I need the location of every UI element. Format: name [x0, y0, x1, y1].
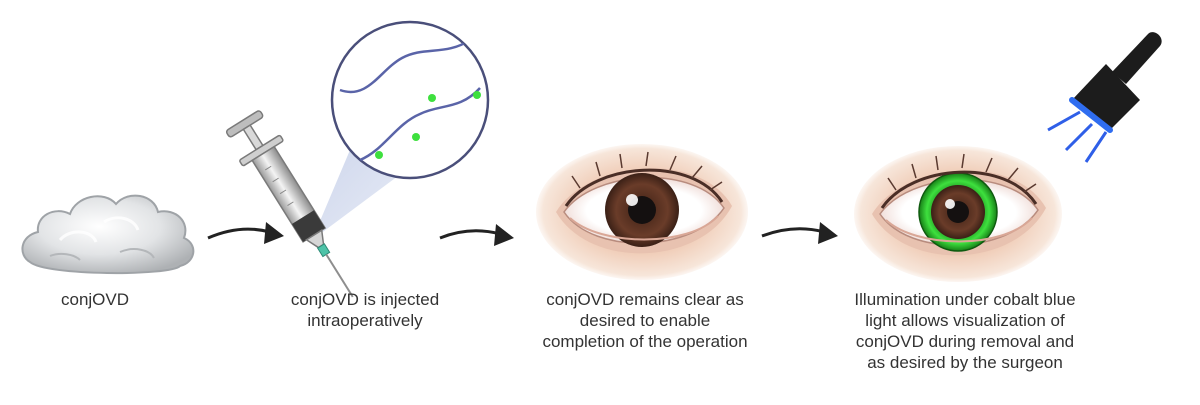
- arrow-right-icon: [761, 222, 838, 244]
- caption-line: intraoperatively: [307, 311, 423, 330]
- cloud-gel-icon: [21, 194, 195, 275]
- caption-line: as desired by the surgeon: [867, 353, 1063, 372]
- arrow-right-icon: [207, 222, 284, 244]
- arrow-right-icon: [439, 224, 514, 246]
- caption-line: Illumination under cobalt blue: [854, 290, 1076, 309]
- caption-line: conjOVD: [60, 290, 130, 309]
- cobalt-blue-flashlight-icon: [1047, 32, 1162, 163]
- caption-line: light allows visualization of: [865, 311, 1065, 330]
- magnification-cone: [312, 150, 398, 240]
- magnified-polymer-icon: [330, 20, 490, 180]
- caption-line: completion of the operation: [542, 332, 748, 351]
- caption-line: conjOVD is injected: [290, 290, 440, 309]
- caption-step-2: conjOVD is injected intraoperatively: [250, 289, 480, 331]
- caption-step-3: conjOVD remains clear as desired to enab…: [510, 289, 780, 352]
- caption-line: conjOVD remains clear as: [546, 290, 744, 309]
- syringe-icon: [225, 110, 354, 298]
- caption-line: conjOVD during removal and: [855, 332, 1075, 351]
- caption-step-4: Illumination under cobalt blue light all…: [820, 289, 1110, 373]
- fluorescent-eye-icon: [854, 146, 1062, 282]
- caption-step-1: conjOVD: [0, 289, 190, 310]
- caption-line: desired to enable: [579, 311, 711, 330]
- eye-icon: [536, 144, 748, 280]
